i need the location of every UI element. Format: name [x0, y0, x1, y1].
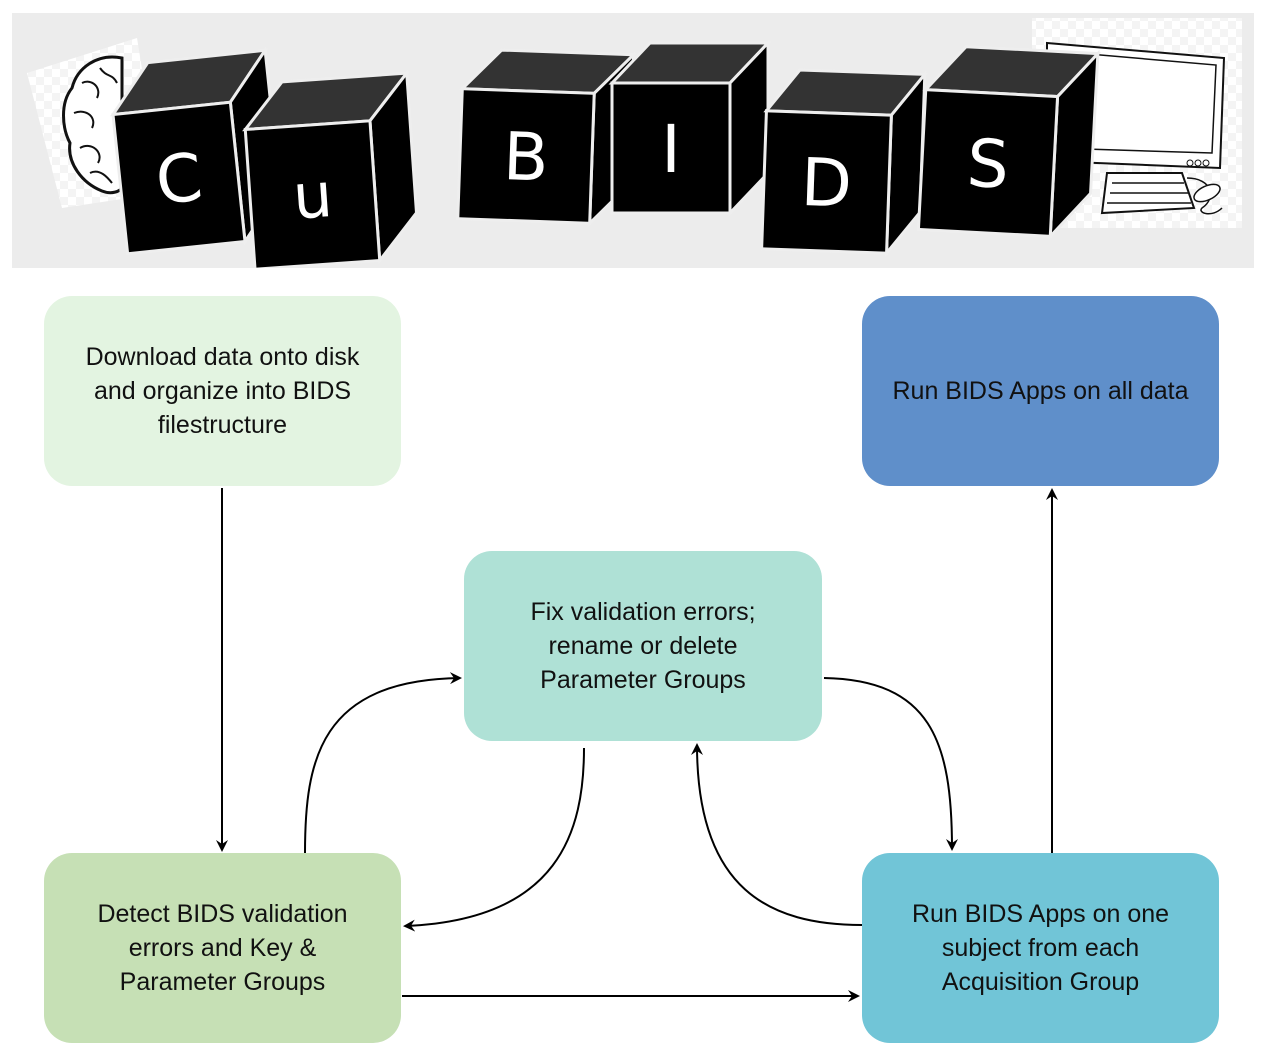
logo-cube-i: I — [608, 39, 772, 217]
edge-fix-to-run-one — [823, 677, 958, 851]
node-run-bids-apps-one-subject-label: Run BIDS Apps on one subject from each A… — [911, 900, 1170, 996]
brain-icon — [27, 38, 162, 208]
edge-run-one-to-fix — [691, 743, 863, 926]
node-run-bids-apps-all-data: Run BIDS Apps on all data — [862, 296, 1219, 486]
edge-fix-to-detect — [403, 747, 585, 932]
node-detect-validation-errors: Detect BIDS validation errors and Key & … — [44, 853, 401, 1043]
cube-front-face — [111, 100, 247, 256]
logo-cube-s: S — [916, 45, 1102, 241]
logo-cube-d: D — [760, 68, 928, 258]
node-fix-validation-errors: Fix validation errors; rename or delete … — [464, 551, 822, 741]
cube-front-face — [916, 88, 1060, 238]
node-download-data-label: Download data onto disk and organize int… — [85, 343, 360, 439]
cube-front-face — [760, 109, 893, 255]
edge-detect-to-fix — [304, 672, 462, 854]
cube-front-face — [243, 119, 382, 268]
logo-letter: S — [965, 125, 1011, 204]
node-run-bids-apps-all-data-label: Run BIDS Apps on all data — [892, 377, 1189, 405]
node-detect-validation-errors-label: Detect BIDS validation errors and Key & … — [97, 900, 348, 996]
logo-letter: D — [800, 144, 853, 223]
logo-letter: B — [502, 118, 550, 197]
logo-cube-u: u — [242, 69, 419, 268]
logo-cube-b: B — [456, 48, 638, 227]
node-run-bids-apps-one-subject: Run BIDS Apps on one subject from each A… — [862, 853, 1219, 1043]
node-fix-validation-errors-label: Fix validation errors; rename or delete … — [530, 598, 756, 694]
logo-letter: I — [661, 111, 680, 188]
cube-front-face — [456, 87, 596, 225]
logo-letter: C — [152, 139, 206, 220]
logo-letter: u — [290, 158, 334, 234]
cube-front-face — [610, 81, 732, 215]
node-download-data: Download data onto disk and organize int… — [44, 296, 401, 486]
